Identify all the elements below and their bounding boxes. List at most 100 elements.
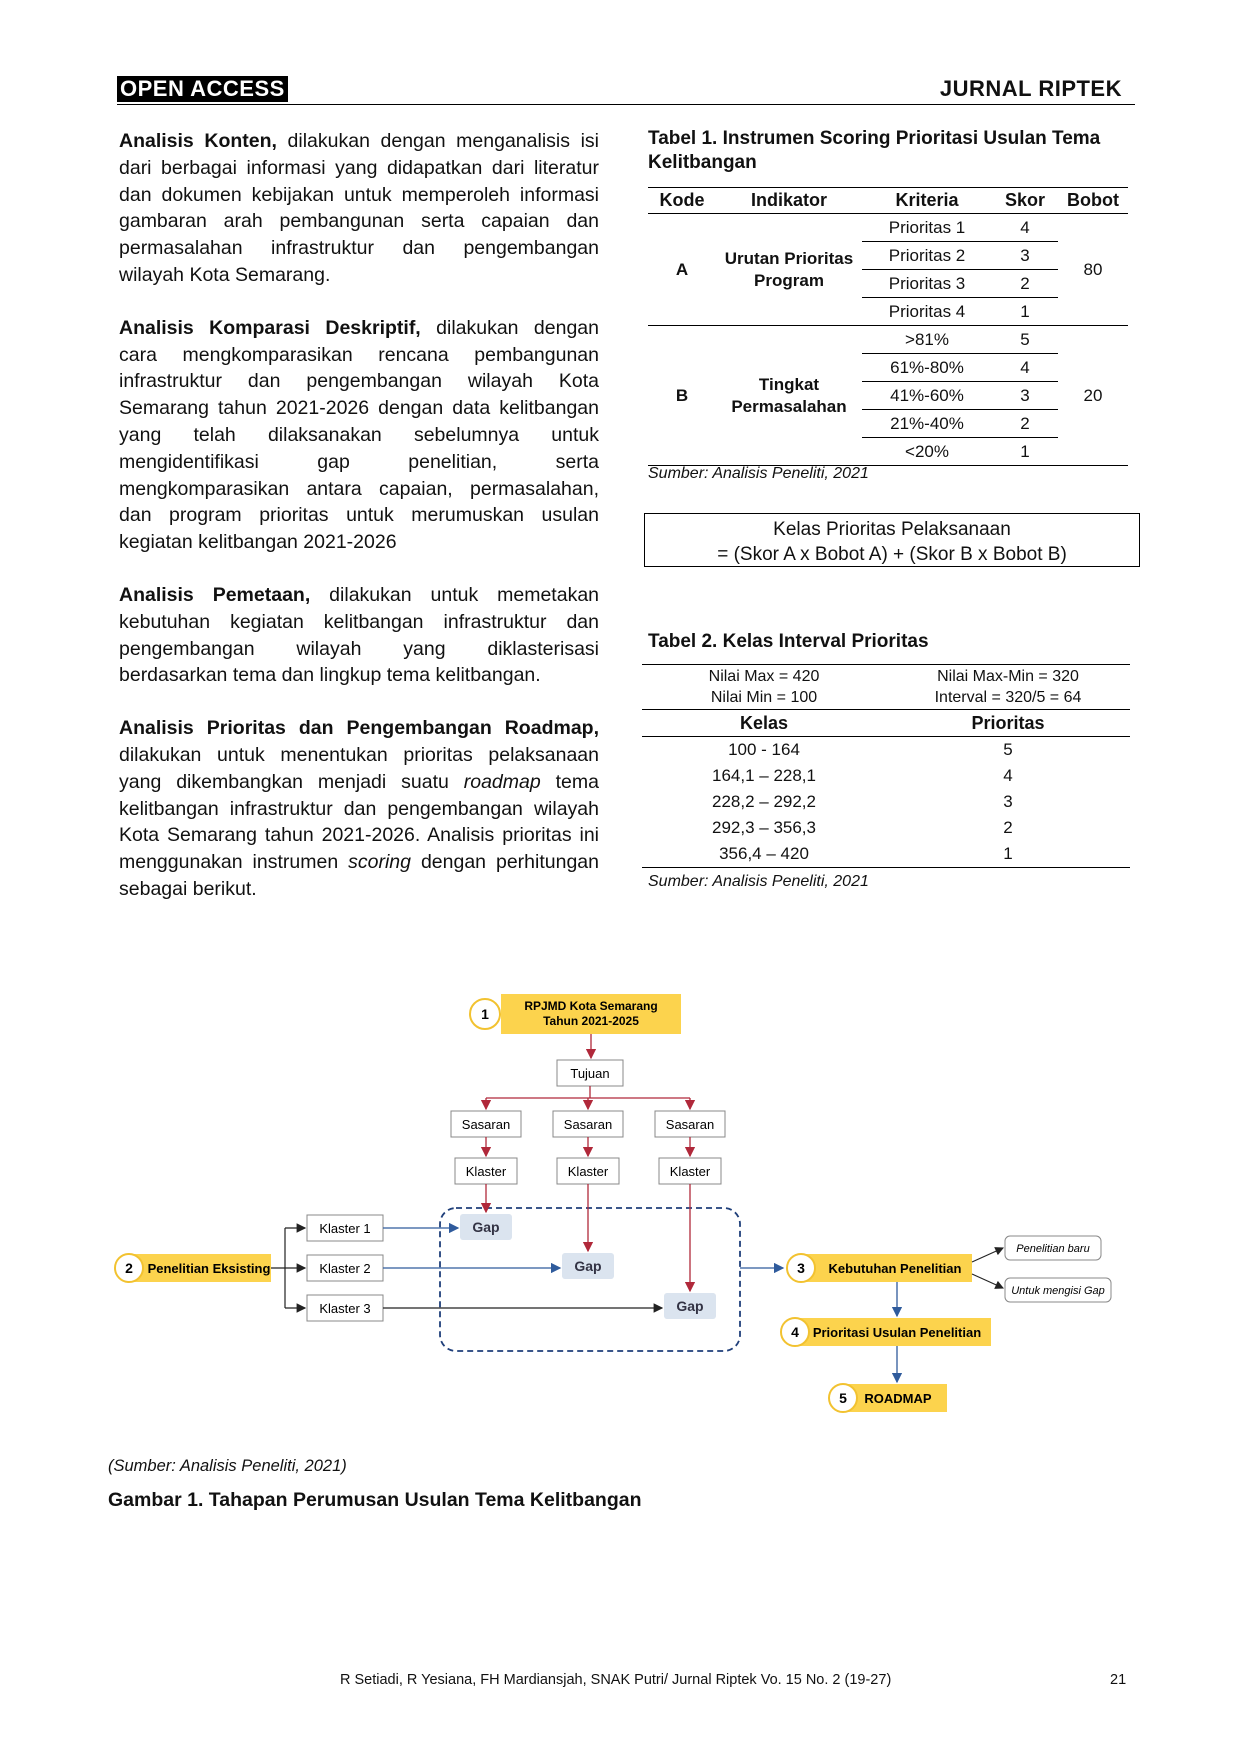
table2-prioritas: 1 <box>886 841 1130 868</box>
step1-box <box>501 994 681 1034</box>
klaster-label: Klaster <box>568 1164 609 1179</box>
table1-header: Kode <box>648 187 716 214</box>
klaster-box <box>454 1157 518 1185</box>
table1-header: Kriteria <box>862 187 992 214</box>
paragraph-emphasis: scoring <box>348 851 411 874</box>
table1-kode: A <box>648 213 716 326</box>
table2-header: Prioritas <box>886 709 1130 737</box>
table2-kelas: 228,2 – 292,2 <box>712 792 816 811</box>
table1-skor: 5 <box>992 325 1058 354</box>
table1-header: Indikator <box>716 187 862 214</box>
step1-label-line2: Tahun 2021-2025 <box>543 1014 639 1028</box>
table1-skor: 4 <box>992 213 1058 242</box>
sasaran-box <box>552 1110 624 1138</box>
table1-skor: 3 <box>992 241 1058 270</box>
output-penelitian-baru-label: Penelitian baru <box>1016 1243 1089 1255</box>
step4-circle <box>780 1317 810 1347</box>
paragraph-emphasis: roadmap <box>463 770 541 793</box>
figure-source: (Sumber: Analisis Peneliti, 2021) <box>108 1457 347 1475</box>
paragraph-lead: Analisis Komparasi Deskriptif, <box>119 316 421 339</box>
paragraph-analisis-komparasi: Analisis Komparasi Deskriptif, dilakukan… <box>119 315 599 556</box>
step2-number: 2 <box>125 1260 133 1276</box>
paragraph-text: dilakukan untuk memetakan kebutuhan kegi… <box>119 583 600 687</box>
table-row: 61%-80% 4 <box>648 353 1128 382</box>
step5-circle <box>828 1383 858 1413</box>
table1-skor: 3 <box>992 381 1058 410</box>
step2-box <box>125 1254 271 1282</box>
paragraph-text: dilakukan untuk menentukan prioritas pel… <box>119 743 599 793</box>
klaster-3-label: Klaster 3 <box>319 1301 370 1316</box>
table-row: 100 - 164 5 <box>642 737 1130 764</box>
sasaran-label: Sasaran <box>564 1117 612 1132</box>
step5-label: ROADMAP <box>864 1391 931 1406</box>
klaster-label: Klaster <box>670 1164 711 1179</box>
table1: Kode Indikator Kriteria Skor Bobot A Uru… <box>648 187 1128 466</box>
paragraph-analisis-konten: Analisis Konten, dilakukan dengan mengan… <box>119 128 599 289</box>
table-row: 292,3 – 356,3 2 <box>642 815 1130 841</box>
table2-kelas: 100 - 164 <box>728 740 800 759</box>
output-mengisi-gap <box>1004 1277 1112 1303</box>
step4-number: 4 <box>791 1324 799 1340</box>
klaster-3-box <box>306 1294 384 1322</box>
table1-kriteria: >81% <box>862 325 992 354</box>
footer-citation: R Setiadi, R Yesiana, FH Mardiansjah, SN… <box>340 1672 892 1688</box>
paragraph-lead: Analisis Pemetaan, <box>119 583 311 606</box>
gap-box <box>460 1214 512 1240</box>
paragraph-text: dilakukan dengan menganalisis isi dari b… <box>119 130 599 286</box>
table1-skor: 2 <box>992 409 1058 438</box>
table2-prioritas: 2 <box>1003 818 1013 837</box>
paragraph-analisis-prioritas: Analisis Prioritas dan Pengembangan Road… <box>119 715 599 903</box>
step2-circle <box>114 1253 144 1283</box>
paragraph-lead: Analisis Konten, <box>119 130 277 152</box>
info-line: Nilai Max = 420 <box>708 668 820 685</box>
table2-kelas: 292,3 – 356,3 <box>712 818 816 837</box>
table1-kriteria: 21%-40% <box>862 409 992 438</box>
table1-kriteria: 61%-80% <box>862 353 992 382</box>
step3-label: Kebutuhan Penelitian <box>829 1261 962 1276</box>
table2-header-row: Kelas Prioritas <box>642 709 1130 737</box>
table1-bobot: 80 <box>1058 213 1128 326</box>
step4-box <box>799 1318 991 1346</box>
open-access-label: OPEN ACCESS <box>117 76 288 102</box>
table-row: Prioritas 2 3 <box>648 241 1128 270</box>
output-penelitian-baru <box>1004 1235 1102 1261</box>
table2-prioritas: 5 <box>1003 740 1013 759</box>
table1-kriteria: Prioritas 2 <box>862 241 992 270</box>
flow-diagram: 1 RPJMD Kota Semarang Tahun 2021-2025 Tu… <box>114 994 1112 1413</box>
table1-kode: B <box>648 325 716 466</box>
table1-header: Bobot <box>1058 187 1128 214</box>
table-row: 21%-40% 2 <box>648 409 1128 438</box>
output-mengisi-gap-label: Untuk mengisi Gap <box>1011 1285 1105 1297</box>
gap-box <box>562 1253 614 1279</box>
paragraph-text: dengan perhitungan sebagai berikut. <box>119 851 599 900</box>
step5-number: 5 <box>839 1390 847 1406</box>
table-row: B Tingkat Permasalahan >81% 5 20 <box>648 325 1128 466</box>
info-line: Interval = 320/5 = 64 <box>934 689 1082 706</box>
step3-number: 3 <box>797 1260 805 1276</box>
gap-label: Gap <box>676 1298 703 1314</box>
paragraph-lead: Analisis Prioritas dan Pengembangan Road… <box>119 717 599 740</box>
header-rule <box>117 104 1135 105</box>
klaster-1-label: Klaster 1 <box>319 1221 370 1236</box>
klaster-1-box <box>306 1214 384 1242</box>
paragraph-analisis-pemetaan: Analisis Pemetaan, dilakukan untuk memet… <box>119 582 599 689</box>
sasaran-box <box>450 1110 522 1138</box>
table1-kriteria: <20% <box>862 437 992 466</box>
gap-label: Gap <box>472 1219 499 1235</box>
table1-skor: 4 <box>992 353 1058 382</box>
table1-bobot: 20 <box>1058 325 1128 466</box>
table1-indikator: Urutan Prioritas Program <box>716 213 862 326</box>
tujuan-label: Tujuan <box>570 1066 609 1081</box>
klaster-box <box>658 1157 722 1185</box>
table2-source: Sumber: Analisis Peneliti, 2021 <box>648 873 869 890</box>
table1-kriteria: Prioritas 4 <box>862 297 992 326</box>
table1-skor: 1 <box>992 297 1058 326</box>
table1-kriteria: Prioritas 3 <box>862 269 992 298</box>
klaster-2-label: Klaster 2 <box>319 1261 370 1276</box>
table2-caption: Tabel 2. Kelas Interval Prioritas <box>648 631 929 652</box>
info-line: Nilai Max-Min = 320 <box>937 668 1079 685</box>
